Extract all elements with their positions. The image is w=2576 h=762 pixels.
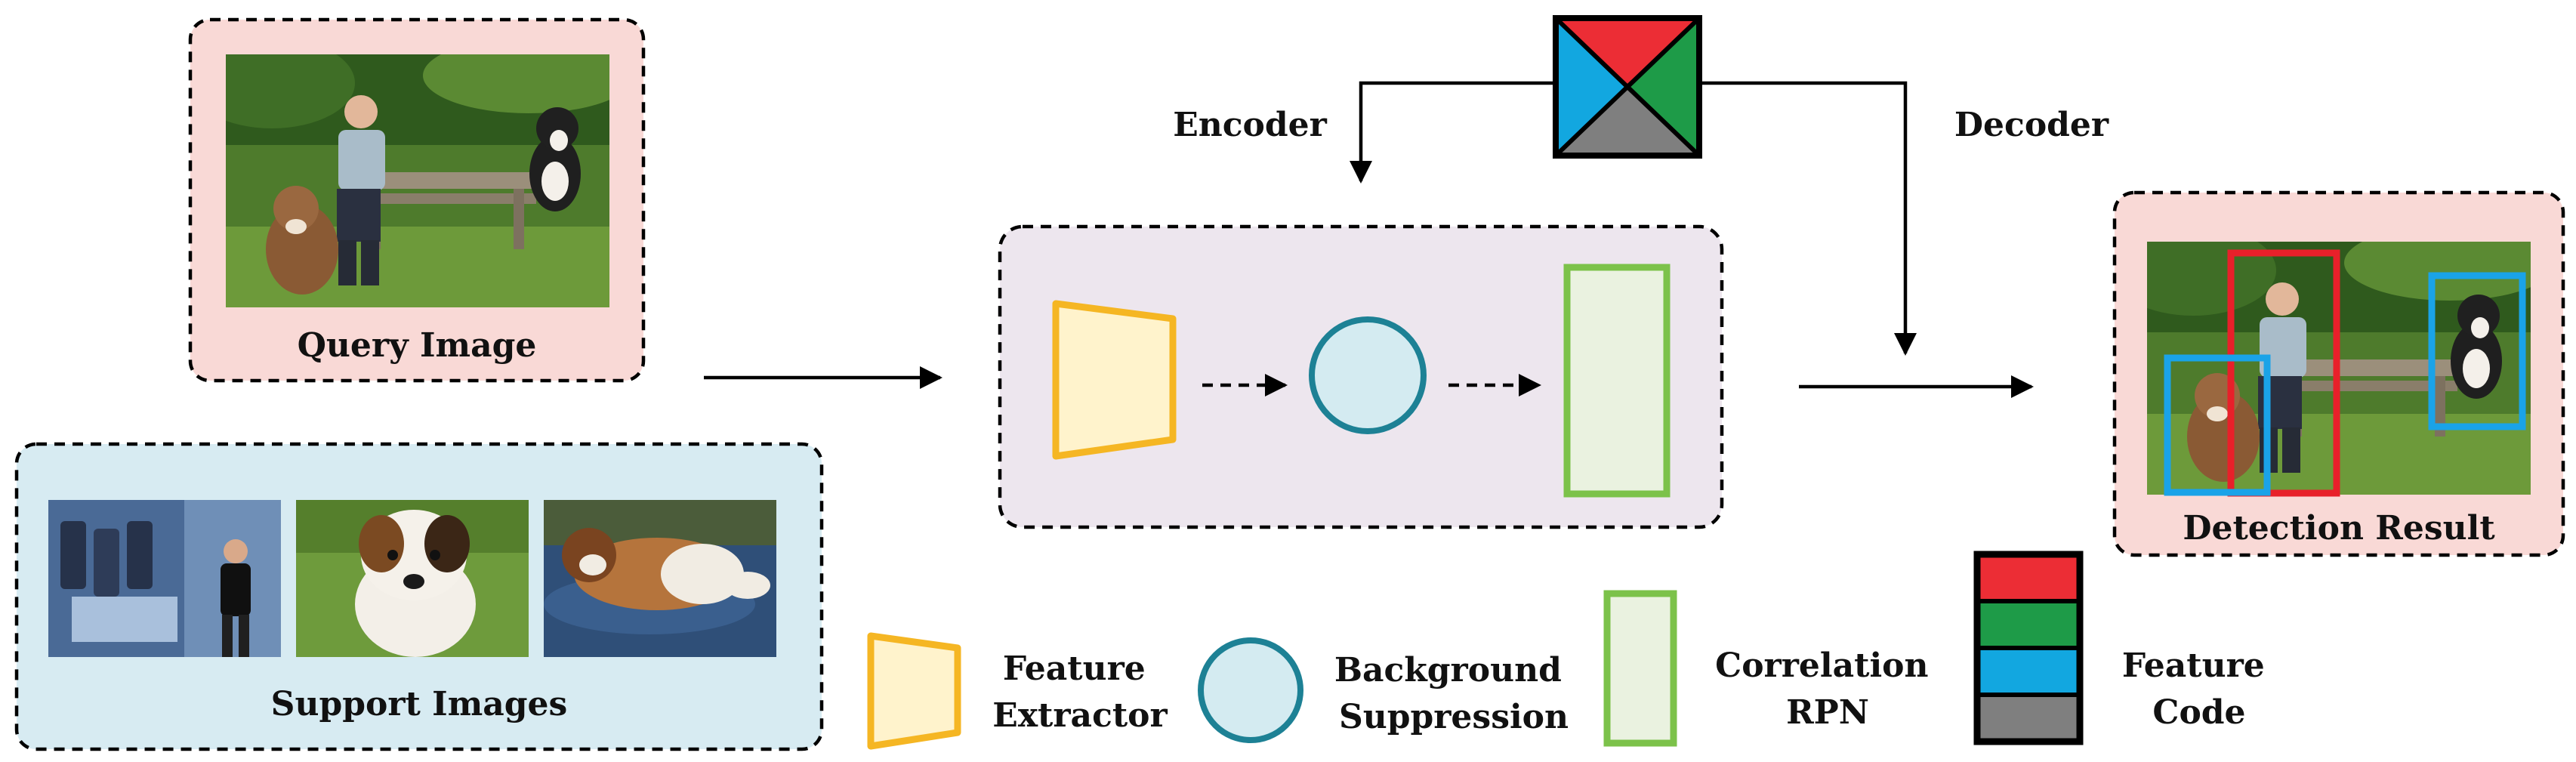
legend-code-green bbox=[1977, 601, 2080, 648]
support-photo-2 bbox=[296, 500, 529, 657]
feature-extractor-shape bbox=[1052, 300, 1177, 460]
svg-text:Feature Code: Feature Code bbox=[2122, 646, 2276, 732]
legend-code-gray bbox=[1977, 695, 2080, 742]
legend-code-blue bbox=[1977, 648, 2080, 695]
legend-correlation-rpn: Correlation RPN bbox=[1603, 590, 1940, 747]
support-photo-1 bbox=[48, 500, 281, 657]
legend-correlation-rpn-icon bbox=[1603, 590, 1677, 747]
query-photo bbox=[226, 54, 609, 307]
legend-feature-code-line1: Feature bbox=[2122, 646, 2265, 685]
legend-background-suppression: Background Suppression bbox=[1198, 637, 1573, 743]
person-detection-box bbox=[2227, 249, 2340, 497]
legend-background-suppression-line2: Suppression bbox=[1339, 698, 1569, 736]
code-gray-triangle bbox=[1556, 87, 1699, 156]
legend-feature-code: Feature Code bbox=[1973, 551, 2276, 745]
support-photo-3 bbox=[544, 500, 776, 657]
background-suppression-shape bbox=[1309, 316, 1427, 434]
legend-correlation-rpn-line2: RPN bbox=[1786, 693, 1869, 732]
code-red-triangle bbox=[1556, 18, 1699, 87]
decoder-label: Decoder bbox=[1954, 106, 2109, 144]
pipeline-panel bbox=[998, 224, 1724, 529]
decoder-arrow bbox=[1699, 81, 1917, 356]
support-images-panel: Support Images bbox=[14, 442, 824, 751]
query-image-panel: Query Image bbox=[188, 17, 646, 383]
legend: Feature Extractor Background Suppression… bbox=[867, 551, 2276, 750]
detection-result-panel: Detection Result bbox=[2112, 190, 2565, 557]
code-green-triangle bbox=[1627, 18, 1699, 156]
legend-code-red bbox=[1977, 554, 2080, 601]
correlation-rpn-shape bbox=[1563, 264, 1671, 498]
legend-background-suppression-icon bbox=[1198, 637, 1303, 743]
encoder-arrow bbox=[1350, 81, 1556, 184]
legend-feature-code-line2: Code bbox=[2152, 693, 2245, 732]
dog-left-detection-box bbox=[2164, 354, 2271, 496]
svg-text:Background Suppression: Background Suppression bbox=[1334, 651, 1573, 736]
dog-right-detection-box bbox=[2428, 272, 2526, 430]
svg-text:Correlation RPN: Correlation RPN bbox=[1715, 646, 1940, 732]
legend-feature-extractor-icon bbox=[867, 632, 961, 750]
query-image-label: Query Image bbox=[298, 326, 537, 365]
svg-text:Feature Extractor: Feature Extractor bbox=[992, 649, 1168, 735]
legend-correlation-rpn-line1: Correlation bbox=[1715, 646, 1928, 685]
code-blue-triangle bbox=[1556, 18, 1627, 156]
support-images-label: Support Images bbox=[271, 685, 568, 723]
legend-feature-extractor-line1: Feature bbox=[1003, 649, 1146, 688]
legend-feature-extractor: Feature Extractor bbox=[867, 632, 1168, 750]
detection-result-label: Detection Result bbox=[2183, 509, 2495, 548]
feature-code-square bbox=[1553, 15, 1702, 159]
encoder-label: Encoder bbox=[1173, 106, 1327, 144]
legend-feature-extractor-line2: Extractor bbox=[992, 696, 1168, 735]
legend-background-suppression-line1: Background bbox=[1334, 651, 1562, 690]
